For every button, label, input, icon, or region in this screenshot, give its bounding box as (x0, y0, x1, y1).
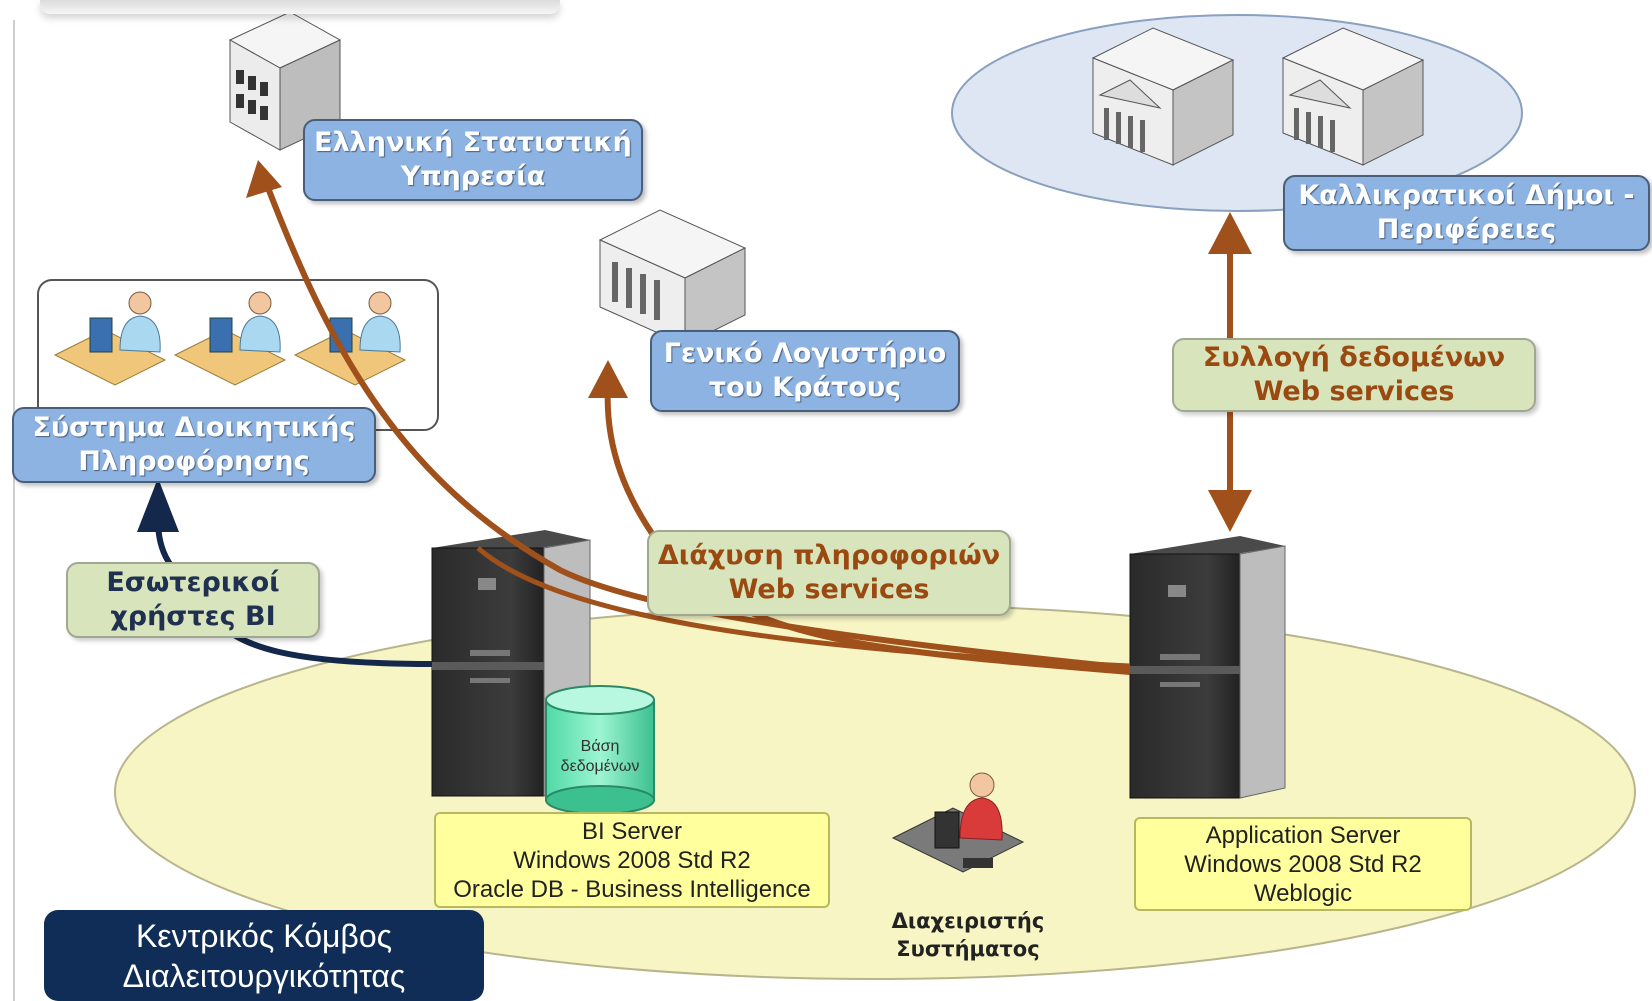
collection-label: Συλλογή δεδομένων Web services (1172, 338, 1536, 412)
app-server-label: Application Server Windows 2008 Std R2 W… (1134, 817, 1472, 911)
mis-label-line2: Πληροφόρησης (78, 446, 310, 477)
municipal-building-icon-1 (1091, 27, 1235, 166)
app-server-line2: Windows 2008 Std R2 (1184, 850, 1422, 878)
dissemination-label: Διάχυση πληροφοριών Web services (647, 530, 1011, 616)
elstat-label: Ελληνική Στατιστική Υπηρεσία (303, 119, 643, 201)
admin-workstation-icon (891, 772, 1025, 873)
top-shadow-bar (40, 0, 560, 14)
elstat-label-line1: Ελληνική Στατιστική (314, 127, 632, 158)
internal-users-line2: χρήστες BI (110, 601, 276, 632)
user-workstation-icon-2 (173, 291, 287, 386)
collection-line1: Συλλογή δεδομένων (1202, 342, 1506, 373)
municipal-label: Καλλικρατικοί Δήμοι - Περιφέρειες (1283, 175, 1650, 251)
app-server-line1: Application Server (1205, 821, 1401, 849)
database-icon (545, 685, 655, 815)
dissemination-line1: Διάχυση πληροφοριών (657, 540, 1001, 571)
database-line1: Βάση (580, 738, 620, 755)
dissemination-arrow-from-bi (476, 546, 1131, 669)
bi-server-line1: BI Server (581, 817, 683, 845)
gl-label: Γενικό Λογιστήριο του Κράτους (650, 330, 960, 412)
elstat-label-line2: Υπηρεσία (400, 161, 546, 192)
mis-label: Σύστημα Διοικητικής Πληροφόρησης (12, 407, 376, 483)
collection-line2: Web services (1253, 376, 1455, 407)
user-workstation-icon-1 (53, 291, 167, 386)
admin-label: Διαχειριστής Συστήματος (868, 903, 1068, 967)
gl-building-icon (598, 209, 747, 346)
hub-title: Κεντρικός Κόμβος Διαλειτουργικότητας (44, 910, 484, 1001)
admin-line2: Συστήματος (896, 937, 1040, 961)
bi-server-line3: Oracle DB - Business Intelligence (453, 875, 811, 903)
app-server-icon (1129, 536, 1286, 799)
gl-label-line2: του Κράτους (708, 372, 902, 403)
gl-label-line1: Γενικό Λογιστήριο (663, 338, 947, 369)
mis-label-line1: Σύστημα Διοικητικής (32, 412, 356, 443)
bi-server-label: BI Server Windows 2008 Std R2 Oracle DB … (434, 812, 830, 908)
hub-title-line1: Κεντρικός Κόμβος (135, 917, 393, 954)
bi-server-line2: Windows 2008 Std R2 (513, 846, 751, 874)
database-line2: δεδομένων (560, 758, 640, 775)
hub-title-line2: Διαλειτουργικότητας (122, 957, 406, 994)
dissemination-line2: Web services (728, 574, 930, 605)
municipal-label-line2: Περιφέρειες (1376, 214, 1557, 245)
internal-users-label: Εσωτερικοί χρήστες BI (66, 562, 320, 638)
municipal-label-line1: Καλλικρατικοί Δήμοι - (1298, 180, 1635, 211)
admin-line1: Διαχειριστής (891, 909, 1045, 933)
dissemination-arrow-to-elstat (262, 178, 1131, 671)
database-label: Βάση δεδομένων (551, 735, 649, 779)
municipal-building-icon-2 (1281, 27, 1425, 166)
app-server-line3: Weblogic (1253, 879, 1353, 907)
internal-users-line1: Εσωτερικοί (106, 567, 280, 598)
